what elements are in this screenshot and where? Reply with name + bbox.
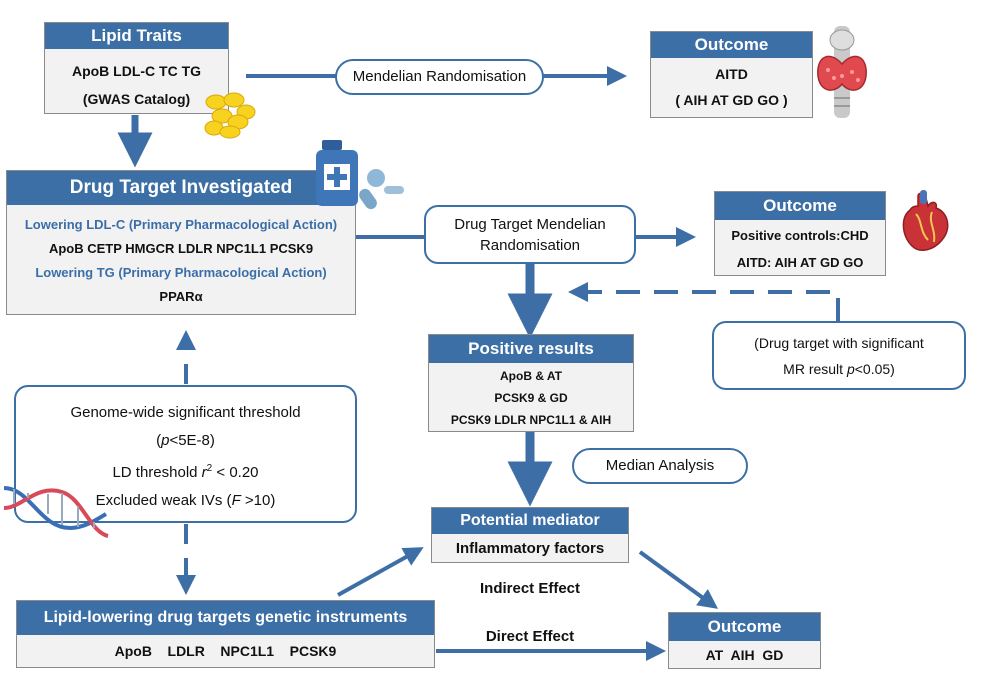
mendelian-randomisation-text: Mendelian Randomisation	[352, 68, 527, 85]
thresholds-line1: Genome-wide significant threshold	[70, 404, 301, 421]
indirect-effect-label: Indirect Effect	[479, 580, 581, 597]
outcome-mid-line2: AITD: AIH AT GD GO	[736, 255, 864, 270]
drug-target-mr-label: Drug Target Mendelian Randomisation	[424, 205, 636, 264]
arrow-dashed-outcome-return	[568, 282, 840, 322]
significant-note-line1: (Drug target with significant	[754, 335, 924, 351]
drug-target-line2: ApoB CETP HMGCR LDLR NPC1L1 PCSK9	[48, 241, 314, 256]
outcome-top-line1: AITD	[715, 66, 748, 82]
instruments-box: Lipid-lowering drug targets genetic inst…	[16, 600, 435, 668]
lipid-traits-title: Lipid Traits	[45, 23, 228, 49]
drug-target-mr-line2: Randomisation	[479, 237, 581, 254]
thresholds-line2: (p<5E-8)	[156, 432, 215, 449]
thresholds-line4: Excluded weak IVs (F >10)	[95, 492, 276, 509]
heart-icon	[898, 190, 952, 254]
thresholds-box: Genome-wide significant threshold (p<5E-…	[14, 385, 357, 523]
direct-effect-label: Direct Effect	[485, 628, 575, 645]
outcome-mid-title: Outcome	[715, 192, 885, 220]
positive-results-line1: ApoB & AT	[500, 369, 562, 383]
drug-target-line1: Lowering LDL-C (Primary Pharmacological …	[24, 217, 338, 232]
potential-mediator-title: Potential mediator	[432, 508, 628, 534]
outcome-top-box: Outcome AITD ( AIH AT GD GO )	[650, 31, 813, 118]
significant-note-line2: MR result p<0.05)	[783, 361, 895, 377]
dna-icon	[0, 478, 110, 548]
pill-capsule-icon	[202, 88, 256, 140]
outcome-mid-box: Outcome Positive controls:CHD AITD: AIH …	[714, 191, 886, 276]
outcome-top-title: Outcome	[651, 32, 812, 58]
positive-results-box: Positive results ApoB & AT PCSK9 & GD PC…	[428, 334, 634, 432]
potential-mediator-line1: Inflammatory factors	[455, 540, 605, 557]
thresholds-line3: LD threshold r2 < 0.20	[112, 463, 259, 481]
median-analysis-label: Median Analysis	[572, 448, 748, 484]
outcome-mid-line1: Positive controls:CHD	[731, 228, 869, 243]
lipid-traits-line2: (GWAS Catalog)	[82, 91, 191, 107]
outcome-bottom-box: Outcome AT AIH GD	[668, 612, 821, 669]
significant-note-box: (Drug target with significant MR result …	[712, 321, 966, 390]
arrow-mediator-to-outcome	[638, 550, 719, 609]
outcome-top-line2: ( AIH AT GD GO )	[675, 92, 788, 108]
drug-bottle-icon	[314, 138, 406, 214]
drug-target-title: Drug Target Investigated	[7, 171, 355, 205]
thyroid-icon	[812, 26, 872, 118]
positive-results-line3: PCSK9 LDLR NPC1L1 & AIH	[450, 413, 612, 427]
drug-target-line3: Lowering TG (Primary Pharmacological Act…	[35, 265, 327, 280]
outcome-bottom-line1: AT AIH GD	[705, 647, 784, 663]
outcome-bottom-title: Outcome	[669, 613, 820, 641]
arrow-instruments-to-mediator	[337, 547, 424, 597]
lipid-traits-box: Lipid Traits ApoB LDL-C TC TG (GWAS Cata…	[44, 22, 229, 114]
drug-target-line4: PPARα	[159, 289, 203, 304]
instruments-title: Lipid-lowering drug targets genetic inst…	[17, 601, 434, 635]
median-analysis-text: Median Analysis	[605, 457, 715, 474]
positive-results-title: Positive results	[429, 335, 633, 363]
instruments-line1: ApoB LDLR NPC1L1 PCSK9	[114, 643, 337, 659]
mendelian-randomisation-label: Mendelian Randomisation	[335, 59, 544, 95]
drug-target-mr-line1: Drug Target Mendelian	[454, 216, 606, 233]
positive-results-line2: PCSK9 & GD	[494, 391, 568, 405]
drug-target-box: Drug Target Investigated Lowering LDL-C …	[6, 170, 356, 315]
potential-mediator-box: Potential mediator Inflammatory factors	[431, 507, 629, 563]
lipid-traits-line1: ApoB LDL-C TC TG	[71, 63, 202, 79]
